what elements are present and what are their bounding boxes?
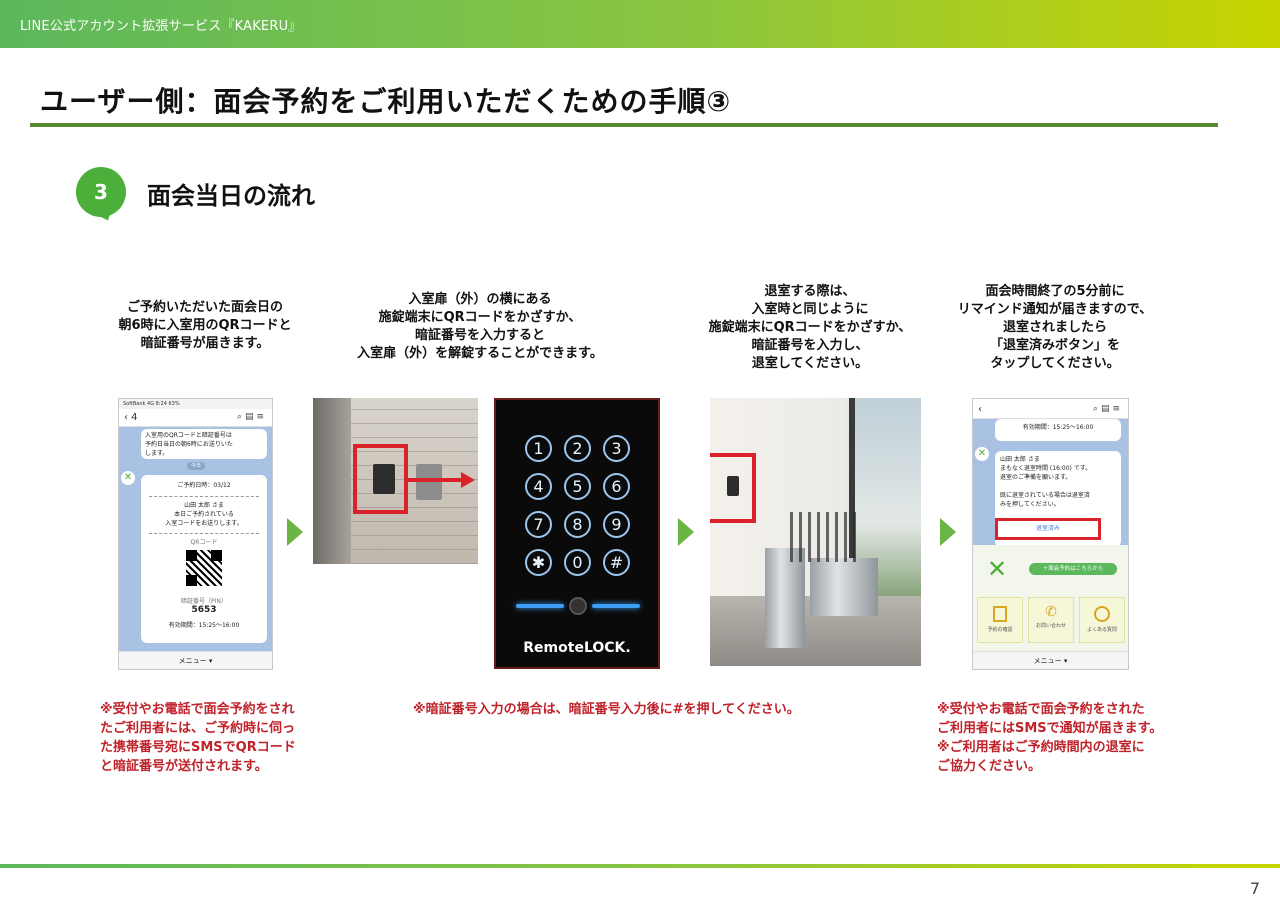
chat-message-notice: 入室用のQRコードと暗証番号は 予約日当日の朝6時にお送りいた します。 bbox=[141, 429, 267, 459]
chat-nav-bar: ‹ ⌕▤≡ bbox=[973, 401, 1128, 419]
back-icon: ‹ 4 bbox=[124, 412, 138, 423]
top-banner: LINE公式アカウント拡張サービス『KAKERU』 bbox=[0, 0, 1280, 48]
back-icon: ‹ bbox=[978, 404, 982, 415]
tile-faq[interactable]: よくある質問 bbox=[1079, 597, 1125, 643]
key-4: 4 bbox=[525, 473, 552, 500]
footer-divider bbox=[0, 864, 1280, 868]
pin-code: 5653 bbox=[191, 605, 217, 615]
key-3: 3 bbox=[603, 435, 630, 462]
line-chat-screenshot-qr: SoftBank 4G 8:24 63% ‹ 4 ⌕▤≡ 入室用のQRコードと暗… bbox=[118, 398, 273, 670]
phone-status-bar: SoftBank 4G 8:24 63% bbox=[119, 399, 272, 409]
key-5: 5 bbox=[564, 473, 591, 500]
caption-step-remind: 面会時間終了の5分前に リマインド通知が届きますので、 退室されましたら 「退室… bbox=[957, 284, 1153, 371]
remotelock-keypad-photo: 1 2 3 4 5 6 7 8 9 ✱ 0 # RemoteLOCK. bbox=[494, 398, 660, 669]
chat-nav-bar: ‹ 4 ⌕▤≡ bbox=[119, 409, 272, 427]
exited-button[interactable]: 退室済み bbox=[995, 518, 1101, 540]
tile-contact[interactable]: ✆ お問い合わせ bbox=[1028, 597, 1074, 643]
note-sms-left: ※受付やお電話で面会予約をされ たご利用者には、ご予約時に伺っ た携帯番号宛にS… bbox=[100, 702, 296, 774]
umbrella-stand bbox=[765, 548, 805, 648]
document-icon bbox=[993, 606, 1007, 622]
date-chip: 今日 bbox=[187, 462, 205, 470]
note-sms-right: ※受付やお電話で面会予約をされた ご利用者にはSMSで通知が届きます。 ※ご利用… bbox=[937, 702, 1163, 774]
highlight-lock-terminal bbox=[353, 444, 408, 514]
rich-menu: ✕ ＋面会予約はこちらから 予約の確認 ✆ お問い合わせ よくある質問 bbox=[973, 545, 1128, 653]
title-divider bbox=[30, 123, 1218, 127]
chat-menu-label: メニュー ▾ bbox=[178, 657, 213, 665]
note-pin-hash: ※暗証番号入力の場合は、暗証番号入力後に#を押してください。 bbox=[413, 702, 800, 717]
arrow-right-icon bbox=[287, 518, 303, 546]
chat-toolbar-icons: ⌕▤≡ bbox=[236, 412, 267, 422]
kakeru-logo-icon: ✕ bbox=[975, 447, 989, 461]
arrow-right-icon bbox=[940, 518, 956, 546]
phone-icon: ✆ bbox=[1045, 604, 1057, 620]
key-6: 6 bbox=[603, 473, 630, 500]
key-star: ✱ bbox=[525, 549, 552, 576]
caption-step-enter: 入室扉（外）の横にある 施錠端末にQRコードをかざすか、 暗証番号を入力すると … bbox=[357, 292, 603, 361]
kakeru-large-logo-icon: ✕ bbox=[987, 555, 1008, 583]
key-0: 0 bbox=[564, 549, 591, 576]
key-1: 1 bbox=[525, 435, 552, 462]
key-hash: # bbox=[603, 549, 630, 576]
key-7: 7 bbox=[525, 511, 552, 538]
highlight-lock-terminal bbox=[710, 453, 756, 523]
key-8: 8 bbox=[564, 511, 591, 538]
lock-terminal-device bbox=[373, 464, 395, 494]
section-title: 面会当日の流れ bbox=[147, 182, 315, 210]
chat-bottom-bar: メニュー ▾ bbox=[119, 651, 272, 669]
caption-step-receive: ご予約いただいた面会日の 朝6時に入室用のQRコードと 暗証番号が届きます。 bbox=[118, 300, 292, 351]
valid-period-bubble: 有効期間：15:25〜16:00 bbox=[995, 419, 1121, 441]
kakeru-logo-icon: ✕ bbox=[121, 471, 135, 485]
exit-room-photo bbox=[710, 398, 921, 666]
tile-reservation[interactable]: 予約の確認 bbox=[977, 597, 1023, 643]
qr-code-image bbox=[186, 550, 222, 586]
question-icon bbox=[1094, 606, 1110, 622]
red-arrow-icon bbox=[408, 478, 463, 482]
door-lock-photo bbox=[313, 398, 478, 564]
page-number: 7 bbox=[1249, 879, 1260, 898]
caption-step-exit: 退室する際は、 入室時と同じように 施錠端末にQRコードをかざすか、 暗証番号を… bbox=[708, 284, 912, 371]
door-frame bbox=[313, 398, 351, 564]
umbrellas bbox=[790, 512, 860, 562]
chat-menu-label: メニュー ▾ bbox=[1033, 657, 1068, 665]
qr-code-card: ご予約日時：03/12 山田 太郎 さま 本日ご予約されている 入室コードをお送… bbox=[141, 475, 267, 643]
chat-bottom-bar: メニュー ▾ bbox=[973, 651, 1128, 669]
key-9: 9 bbox=[603, 511, 630, 538]
service-name: LINE公式アカウント拡張サービス『KAKERU』 bbox=[20, 19, 302, 34]
arrow-right-icon bbox=[678, 518, 694, 546]
status-light-right bbox=[592, 604, 640, 608]
key-2: 2 bbox=[564, 435, 591, 462]
status-light-left bbox=[516, 604, 564, 608]
page-title: ユーザー側：面会予約をご利用いただくための手順③ bbox=[40, 85, 732, 118]
remotelock-logo: RemoteLOCK. bbox=[523, 640, 631, 656]
reserve-link-button[interactable]: ＋面会予約はこちらから bbox=[1029, 563, 1117, 575]
intercom-device bbox=[416, 464, 442, 500]
step-number-badge: 3 bbox=[76, 167, 126, 217]
sensor-icon bbox=[569, 597, 587, 615]
umbrella-stand bbox=[810, 558, 878, 616]
line-chat-screenshot-reminder: ‹ ⌕▤≡ 有効期間：15:25〜16:00 ✕ 山田 太郎 さま まもなく退室… bbox=[972, 398, 1129, 670]
lock-terminal-device bbox=[727, 476, 739, 496]
chat-toolbar-icons: ⌕▤≡ bbox=[1092, 404, 1123, 414]
